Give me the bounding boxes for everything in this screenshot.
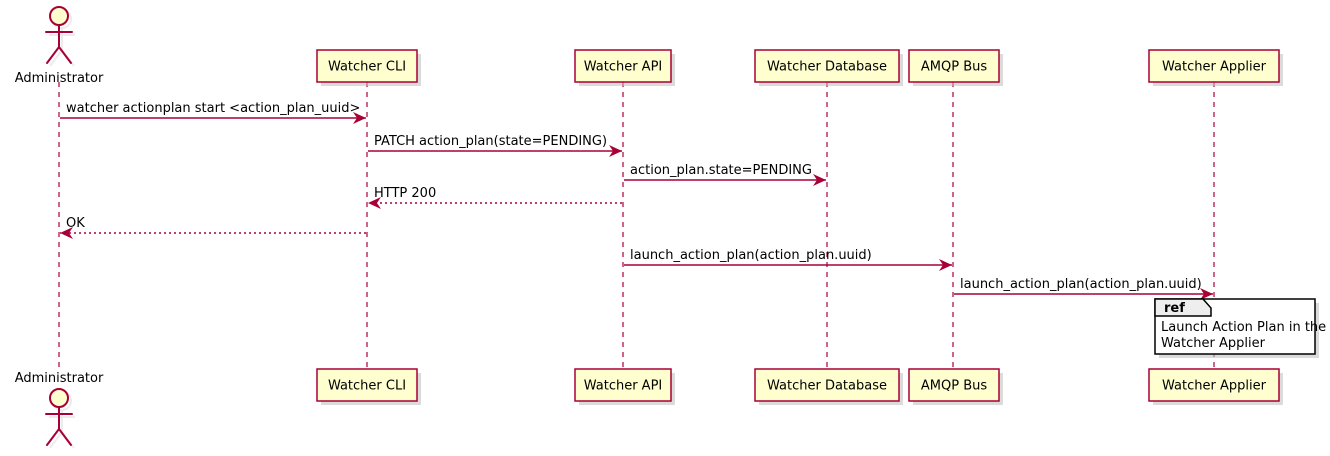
participant-label-db: Watcher Database	[767, 379, 887, 394]
actor-label-admin: Administrator	[15, 71, 104, 86]
message-m5[interactable]: OK	[60, 216, 366, 239]
top-participants-group: Administrator Watcher CLI Watcher API Watch…	[15, 6, 1283, 86]
participant-box-applier[interactable]	[1148, 368, 1280, 402]
participant-label-cli: Watcher CLI	[328, 60, 406, 75]
actor-leg-left-shadow	[49, 49, 63, 67]
participant-label-applier: Watcher Applier	[1162, 60, 1267, 75]
actor-figure-admin-top	[45, 6, 73, 64]
participant-box-applier[interactable]	[1148, 49, 1280, 83]
message-arrowhead-m4	[368, 197, 381, 209]
message-label-m5: OK	[66, 216, 85, 231]
participant-label-amqp: AMQP Bus	[921, 60, 987, 75]
participant-label-api: Watcher API	[584, 60, 663, 75]
actor-leg-left	[46, 46, 60, 64]
actor-leg-left-shadow	[49, 431, 63, 449]
message-label-m3: action_plan.state=PENDING	[630, 163, 812, 178]
message-m2[interactable]: PATCH action_plan(state=PENDING)	[368, 134, 622, 157]
actor-leg-right	[58, 428, 72, 446]
participant-box-db[interactable]	[754, 49, 900, 83]
participant-label-api: Watcher API	[584, 379, 663, 394]
message-arrowhead-m6	[939, 259, 952, 271]
message-arrowhead-m7	[1200, 288, 1213, 300]
participant-box-amqp[interactable]	[908, 49, 1000, 83]
message-arrowhead-m1	[353, 112, 366, 124]
message-label-m1: watcher actionplan start <action_plan_uu…	[66, 101, 360, 116]
message-arrowhead-m5	[60, 227, 73, 239]
message-arrowhead-m3	[813, 174, 826, 186]
ref-body-line-0: Launch Action Plan in the	[1161, 320, 1326, 335]
actor-leg-left	[46, 428, 60, 446]
message-label-m7: launch_action_plan(action_plan.uuid)	[960, 277, 1202, 292]
participant-label-applier: Watcher Applier	[1162, 379, 1267, 394]
participant-box-cli[interactable]	[316, 49, 418, 83]
actor-head-icon	[49, 6, 69, 26]
participant-label-cli: Watcher CLI	[328, 379, 406, 394]
actor-head-icon	[49, 388, 69, 408]
actor-label-admin: Administrator	[15, 371, 104, 386]
lifelines-group	[58, 82, 1215, 369]
message-m4[interactable]: HTTP 200	[368, 186, 622, 209]
participant-box-cli[interactable]	[316, 368, 418, 402]
message-m1[interactable]: watcher actionplan start <action_plan_uu…	[60, 101, 366, 124]
participant-box-db[interactable]	[754, 368, 900, 402]
message-label-m4: HTTP 200	[374, 186, 436, 201]
message-label-m2: PATCH action_plan(state=PENDING)	[374, 134, 607, 149]
participant-label-amqp: AMQP Bus	[921, 379, 987, 394]
message-m6[interactable]: launch_action_plan(action_plan.uuid)	[624, 248, 952, 271]
participant-label-db: Watcher Database	[767, 60, 887, 75]
ref-body-line-1: Watcher Applier	[1161, 336, 1266, 351]
message-label-m6: launch_action_plan(action_plan.uuid)	[630, 248, 872, 263]
participant-box-api[interactable]	[574, 368, 672, 402]
participant-box-api[interactable]	[574, 49, 672, 83]
messages-group: watcher actionplan start <action_plan_uu…	[60, 101, 1213, 300]
ref-tab	[1154, 298, 1212, 317]
message-m3[interactable]: action_plan.state=PENDING	[624, 163, 826, 186]
message-arrowhead-m2	[609, 145, 622, 157]
participant-box-amqp[interactable]	[908, 368, 1000, 402]
message-m7[interactable]: launch_action_plan(action_plan.uuid)	[954, 277, 1213, 300]
actor-leg-right	[58, 46, 72, 64]
actor-figure-admin-bottom	[45, 388, 73, 446]
ref-tab-label: ref	[1164, 301, 1185, 316]
